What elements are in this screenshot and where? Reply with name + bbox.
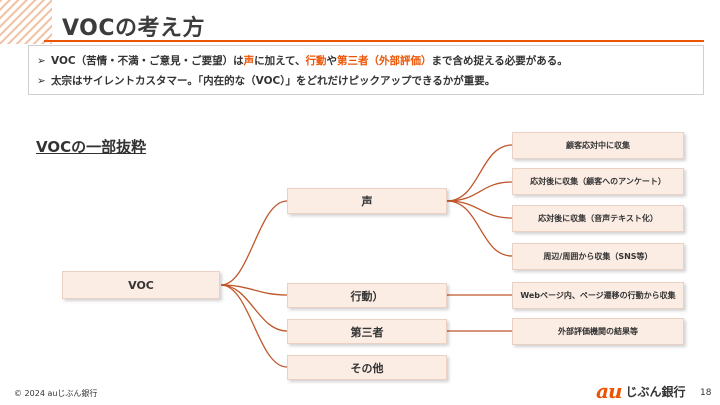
connector-root-third-party (220, 284, 288, 332)
summary-highlight-voice: 声 (243, 55, 255, 67)
bullet-arrow-icon: ➢ (37, 75, 46, 87)
summary-line-2: ➢ 太宗はサイレントカスタマー。「内在的な（VOC）」をどれだけピックアップできる… (37, 71, 695, 91)
copyright-text: © 2024 auじぶん銀行 (14, 389, 98, 398)
summary-line-1-b: に加えて、 (254, 55, 306, 67)
section-title: VOCの一部抜粋 (36, 138, 147, 156)
brand-logo-au: au (596, 379, 622, 403)
brand-logo-name: じぶん銀行 (625, 384, 686, 399)
tree-node-third-party: 第三者 (287, 319, 447, 344)
connector-voice-child-2 (446, 181, 513, 202)
connector-root-voice (220, 200, 288, 286)
tree-leaf-voice-1: 顧客応対中に収集 (512, 132, 684, 159)
connector-voice-child-4 (446, 200, 513, 257)
summary-line-1-d: まで含め捉える必要がある。 (431, 55, 568, 67)
page-number: 18 (700, 388, 712, 398)
tree-node-voice: 声 (287, 188, 447, 214)
tree-node-action: 行動） (287, 283, 447, 308)
summary-line-1-c: や (326, 55, 338, 67)
tree-node-voc: VOC (62, 271, 220, 299)
header-hatch-decoration (0, 0, 52, 44)
summary-line-1-a: VOC（苦情・不満・ご意見・ご要望）は (51, 55, 244, 67)
bullet-arrow-icon: ➢ (37, 55, 46, 67)
tree-leaf-third-party: 外部評価機関の結果等 (512, 318, 684, 345)
tree-leaf-voice-3: 応対後に収集（音声テキスト化） (512, 205, 684, 232)
tree-leaf-voice-2: 応対後に収集（顧客へのアンケート） (512, 168, 684, 195)
tree-node-other: その他 (287, 355, 447, 380)
connector-root-other (220, 284, 288, 368)
summary-highlight-action: 行動 (305, 55, 327, 67)
connector-voice-child-1 (446, 144, 513, 202)
tree-leaf-voice-4: 周辺/周囲から収集（SNS等） (512, 243, 684, 270)
summary-line-2-text: 太宗はサイレントカスタマー。「内在的な（VOC）」をどれだけピックアップできるか… (51, 75, 496, 87)
summary-line-1: ➢ VOC（苦情・不満・ご意見・ご要望）は声に加えて、行動や第三者（外部評価）まで… (37, 51, 695, 71)
connector-root-action (220, 284, 288, 296)
tree-leaf-action: Webページ内、ページ遷移の行動から収集 (512, 282, 684, 309)
connector-voice-child-3 (446, 200, 513, 219)
page-title: VOCの考え方 (62, 16, 205, 41)
summary-highlight-third-party: 第三者（外部評価） (337, 55, 432, 67)
brand-logo: au じぶん銀行 (596, 379, 686, 403)
summary-box: ➢ VOC（苦情・不満・ご意見・ご要望）は声に加えて、行動や第三者（外部評価）まで… (28, 45, 704, 95)
title-underline (44, 40, 704, 42)
